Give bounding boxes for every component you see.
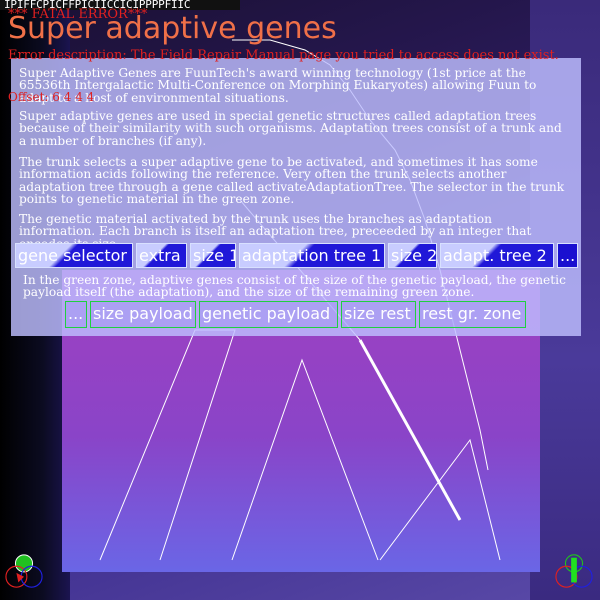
box-extra: extra (136, 243, 187, 268)
box-rest-green-zone: rest gr. zone (419, 301, 526, 328)
box-size-rest: size rest (341, 301, 416, 328)
box-size-2: size 2 (388, 243, 437, 268)
box-green-ellipsis: ... (65, 301, 87, 328)
info-card: Super Adaptive Genes are FuunTech's awar… (11, 58, 581, 336)
box-gene-selector: gene selector (15, 243, 133, 268)
paragraph-intro: Super Adaptive Genes are FuunTech's awar… (19, 66, 537, 105)
box-genetic-payload: genetic payload (199, 301, 338, 328)
paragraph-trees: Super adaptive genes are used in special… (19, 109, 562, 148)
box-ellipsis: ... (557, 243, 578, 268)
box-adapt-tree-2: adapt. tree 2 (440, 243, 554, 268)
fatal-error-label: *** FATAL ERROR*** (8, 7, 148, 22)
page-title: Super adaptive genes (8, 11, 337, 46)
color-wheel-icon-right[interactable] (555, 552, 593, 590)
error-description: Error description: The Field Repair Manu… (8, 48, 559, 63)
box-adaptation-tree-1: adaptation tree 1 (239, 243, 385, 268)
paragraph-trunk: The trunk selects a super adaptive gene … (19, 155, 565, 207)
box-size-1: size 1 (190, 243, 236, 268)
paragraph-green-zone: In the green zone, adaptive genes consis… (23, 273, 566, 300)
color-wheel-icon-left[interactable] (5, 552, 43, 590)
box-size-payload: size payload (90, 301, 196, 328)
offset-label: Offset: 6 4 4 4 (8, 90, 95, 104)
header-glyphs: IPIFFCPICFFPICIICCICIPPPPFIIC (4, 0, 191, 11)
header-strip (0, 0, 240, 10)
